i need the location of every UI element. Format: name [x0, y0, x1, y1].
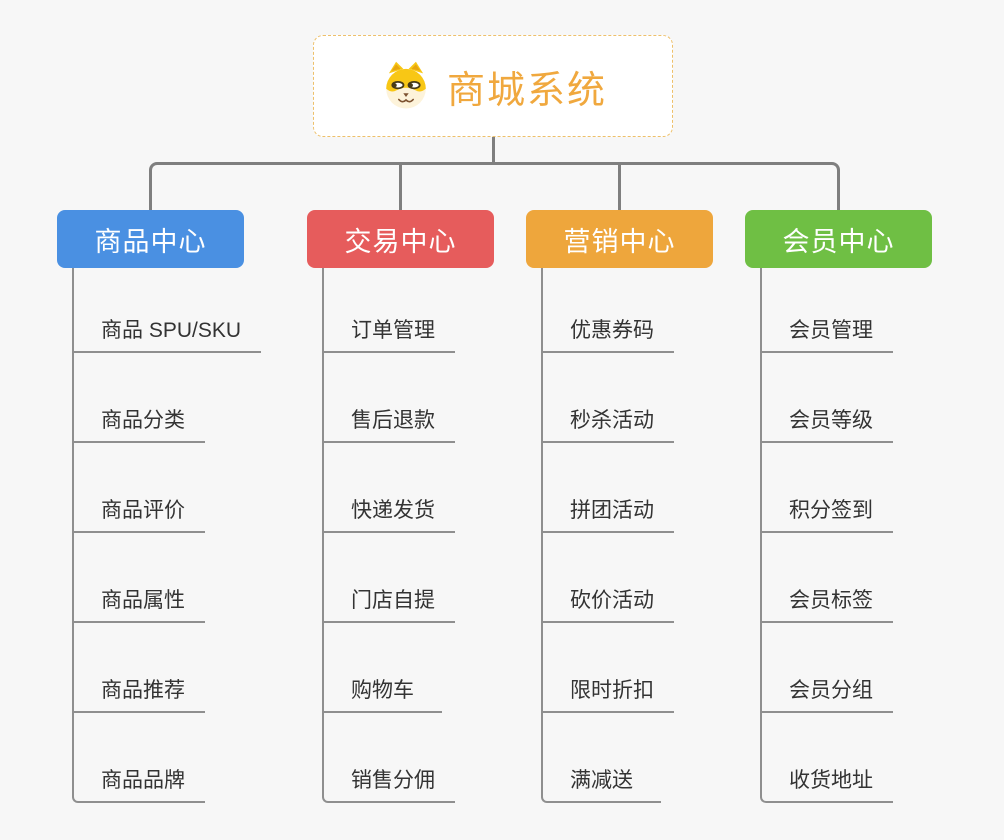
leaf-label: 会员等级: [789, 409, 873, 432]
connector-root-drop: [492, 137, 495, 163]
leaf-label: 商品 SPU/SKU: [101, 319, 242, 342]
leaf-label: 砍价活动: [570, 589, 654, 612]
leaf-node[interactable]: 订单管理: [322, 268, 455, 353]
leaf-label: 购物车: [351, 679, 414, 702]
leaf-node[interactable]: 秒杀活动: [541, 353, 674, 443]
leaf-label: 秒杀活动: [570, 409, 654, 432]
leaf-label: 商品评价: [101, 499, 185, 522]
leaf-label: 会员分组: [789, 679, 873, 702]
leaf-node[interactable]: 商品品牌: [72, 713, 205, 803]
leaf-node[interactable]: 商品 SPU/SKU: [72, 268, 262, 353]
branch-children-trade: 订单管理 售后退款 快递发货 门店自提 购物车 销售分佣: [322, 268, 455, 803]
leaf-label: 商品分类: [101, 409, 185, 432]
leaf-label: 门店自提: [351, 589, 435, 612]
branch-node-member[interactable]: 会员中心: [745, 210, 932, 268]
leaf-label: 售后退款: [351, 409, 435, 432]
leaf-node[interactable]: 优惠券码: [541, 268, 674, 353]
branch-children-marketing: 优惠券码 秒杀活动 拼团活动 砍价活动 限时折扣 满减送: [541, 268, 674, 803]
branch-label: 会员中心: [782, 226, 895, 257]
leaf-node[interactable]: 会员管理: [760, 268, 893, 353]
leaf-label: 拼团活动: [570, 499, 654, 522]
leaf-label: 商品属性: [101, 589, 185, 612]
leaf-node[interactable]: 门店自提: [322, 533, 455, 623]
leaf-node[interactable]: 商品推荐: [72, 623, 205, 713]
root-node[interactable]: 商城系统: [313, 35, 673, 137]
leaf-label: 商品推荐: [101, 679, 185, 702]
leaf-node[interactable]: 砍价活动: [541, 533, 674, 623]
branch-node-trade[interactable]: 交易中心: [307, 210, 494, 268]
leaf-label: 优惠券码: [570, 319, 654, 342]
leaf-node[interactable]: 快递发货: [322, 443, 455, 533]
leaf-node[interactable]: 商品评价: [72, 443, 205, 533]
leaf-label: 快递发货: [351, 499, 435, 522]
leaf-label: 会员管理: [789, 319, 873, 342]
leaf-node[interactable]: 限时折扣: [541, 623, 674, 713]
leaf-node[interactable]: 满减送: [541, 713, 661, 803]
shiba-dog-icon: [386, 61, 426, 109]
leaf-label: 销售分佣: [351, 769, 435, 792]
leaf-label: 商品品牌: [101, 769, 185, 792]
leaf-node[interactable]: 收货地址: [760, 713, 893, 803]
connector-drop-marketing: [618, 164, 621, 210]
root-title: 商城系统: [446, 69, 607, 112]
branch-children-member: 会员管理 会员等级 积分签到 会员标签 会员分组 收货地址: [760, 268, 893, 803]
leaf-label: 积分签到: [789, 499, 873, 522]
leaf-label: 会员标签: [789, 589, 873, 612]
branch-node-product[interactable]: 商品中心: [57, 210, 244, 268]
branch-node-marketing[interactable]: 营销中心: [526, 210, 713, 268]
leaf-node[interactable]: 购物车: [322, 623, 442, 713]
branch-label: 商品中心: [94, 226, 207, 257]
leaf-node[interactable]: 商品属性: [72, 533, 205, 623]
leaf-node[interactable]: 商品分类: [72, 353, 205, 443]
leaf-node[interactable]: 销售分佣: [322, 713, 455, 803]
branch-label: 营销中心: [563, 226, 676, 257]
branch-children-product: 商品 SPU/SKU 商品分类 商品评价 商品属性 商品推荐 商品品牌: [72, 268, 262, 803]
leaf-node[interactable]: 会员等级: [760, 353, 893, 443]
leaf-label: 订单管理: [351, 319, 435, 342]
leaf-node[interactable]: 会员标签: [760, 533, 893, 623]
branch-label: 交易中心: [344, 226, 457, 257]
connector-spine: [149, 162, 840, 210]
leaf-node[interactable]: 会员分组: [760, 623, 893, 713]
leaf-node[interactable]: 拼团活动: [541, 443, 674, 533]
leaf-node[interactable]: 积分签到: [760, 443, 893, 533]
leaf-label: 满减送: [570, 769, 633, 792]
connector-drop-trade: [399, 164, 402, 210]
leaf-label: 收货地址: [789, 769, 873, 792]
leaf-node[interactable]: 售后退款: [322, 353, 455, 443]
leaf-label: 限时折扣: [570, 679, 654, 702]
